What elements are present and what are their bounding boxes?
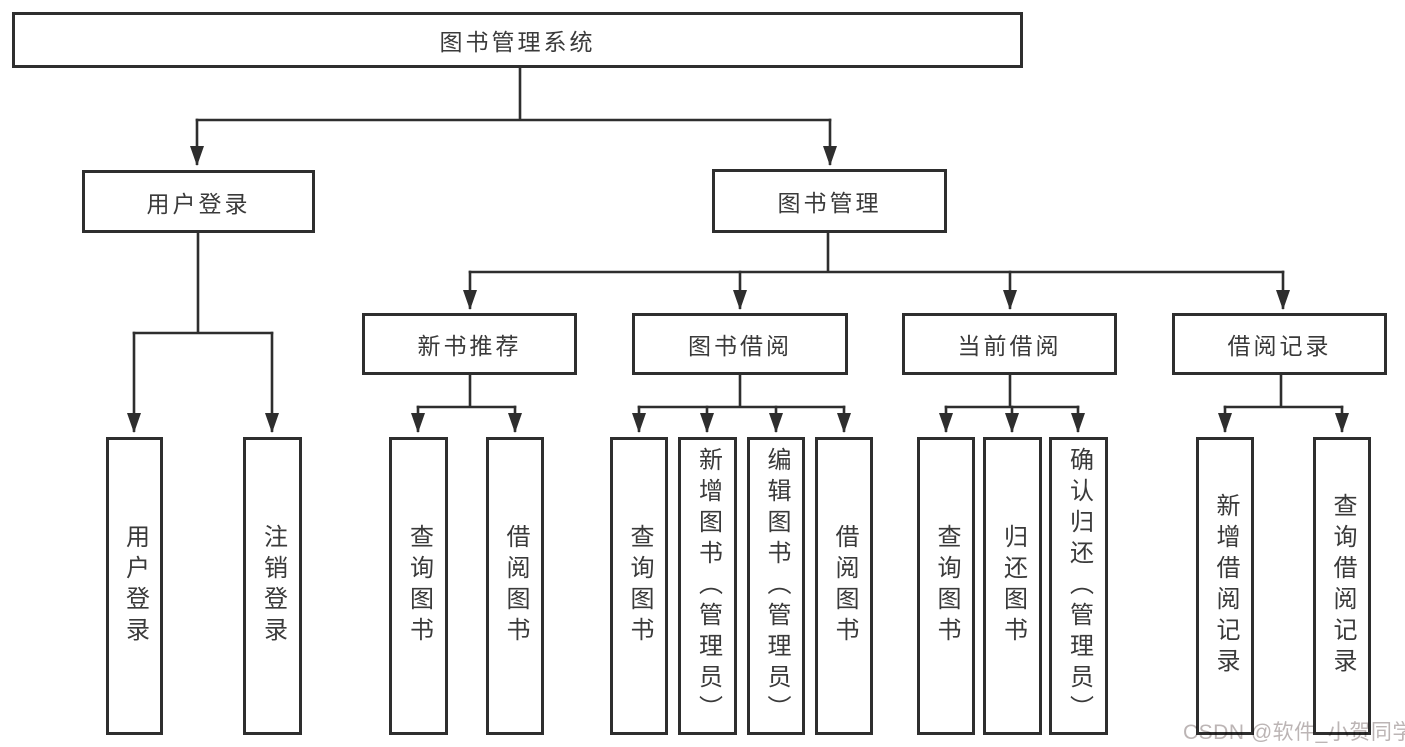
leaf-borrow-books: 借阅图书	[815, 437, 873, 735]
leaf-confirm-return-admin-label: 确认归还（管理员）	[1065, 446, 1093, 726]
leaf-user-login-label: 用户登录	[121, 524, 149, 648]
leaf-query-books-borrow-label: 查询图书	[626, 524, 653, 648]
leaf-add-borrow-record: 新增借阅记录	[1196, 437, 1254, 735]
node-library-system: 图书管理系统	[12, 12, 1023, 68]
leaf-edit-books-admin: 编辑图书（管理员）	[747, 437, 805, 735]
csdn-watermark: CSDN @软件_小贺同学	[1183, 721, 1405, 744]
node-book-borrow-label: 图书借阅	[688, 333, 792, 359]
leaf-logout: 注销登录	[243, 437, 302, 735]
leaf-confirm-return-admin: 确认归还（管理员）	[1049, 437, 1108, 735]
leaf-logout-label: 注销登录	[259, 524, 287, 648]
leaf-query-borrow-record: 查询借阅记录	[1313, 437, 1371, 735]
leaf-return-books: 归还图书	[983, 437, 1042, 735]
node-book-management-label: 图书管理	[777, 190, 882, 216]
leaf-query-borrow-record-label: 查询借阅记录	[1329, 493, 1356, 679]
node-borrow-records: 借阅记录	[1172, 313, 1387, 375]
leaf-borrow-books-recommend: 借阅图书	[486, 437, 544, 735]
leaf-query-books-current: 查询图书	[917, 437, 975, 735]
leaf-add-books-admin-label: 新增图书（管理员）	[694, 446, 722, 726]
leaf-add-borrow-record-label: 新增借阅记录	[1212, 493, 1239, 679]
leaf-return-books-label: 归还图书	[999, 524, 1027, 648]
node-borrow-records-label: 借阅记录	[1227, 333, 1332, 359]
node-user-login-label: 用户登录	[146, 190, 251, 217]
leaf-query-books-recommend-label: 查询图书	[405, 524, 433, 648]
leaf-borrow-books-label: 借阅图书	[831, 524, 858, 648]
node-new-book-recommend: 新书推荐	[362, 313, 577, 375]
node-book-borrow: 图书借阅	[632, 313, 848, 375]
leaf-user-login: 用户登录	[106, 437, 163, 735]
leaf-borrow-books-recommend-label: 借阅图书	[502, 524, 529, 648]
node-book-management: 图书管理	[712, 169, 947, 233]
leaf-query-books-borrow: 查询图书	[610, 437, 668, 735]
leaf-query-books-current-label: 查询图书	[933, 524, 960, 648]
leaf-add-books-admin: 新增图书（管理员）	[678, 437, 737, 735]
node-library-system-label: 图书管理系统	[439, 29, 596, 55]
leaf-query-books-recommend: 查询图书	[389, 437, 448, 735]
node-new-book-recommend-label: 新书推荐	[417, 333, 522, 359]
node-current-borrow: 当前借阅	[902, 313, 1117, 375]
node-user-login: 用户登录	[82, 170, 315, 233]
leaf-edit-books-admin-label: 编辑图书（管理员）	[763, 446, 790, 726]
node-current-borrow-label: 当前借阅	[957, 333, 1062, 359]
